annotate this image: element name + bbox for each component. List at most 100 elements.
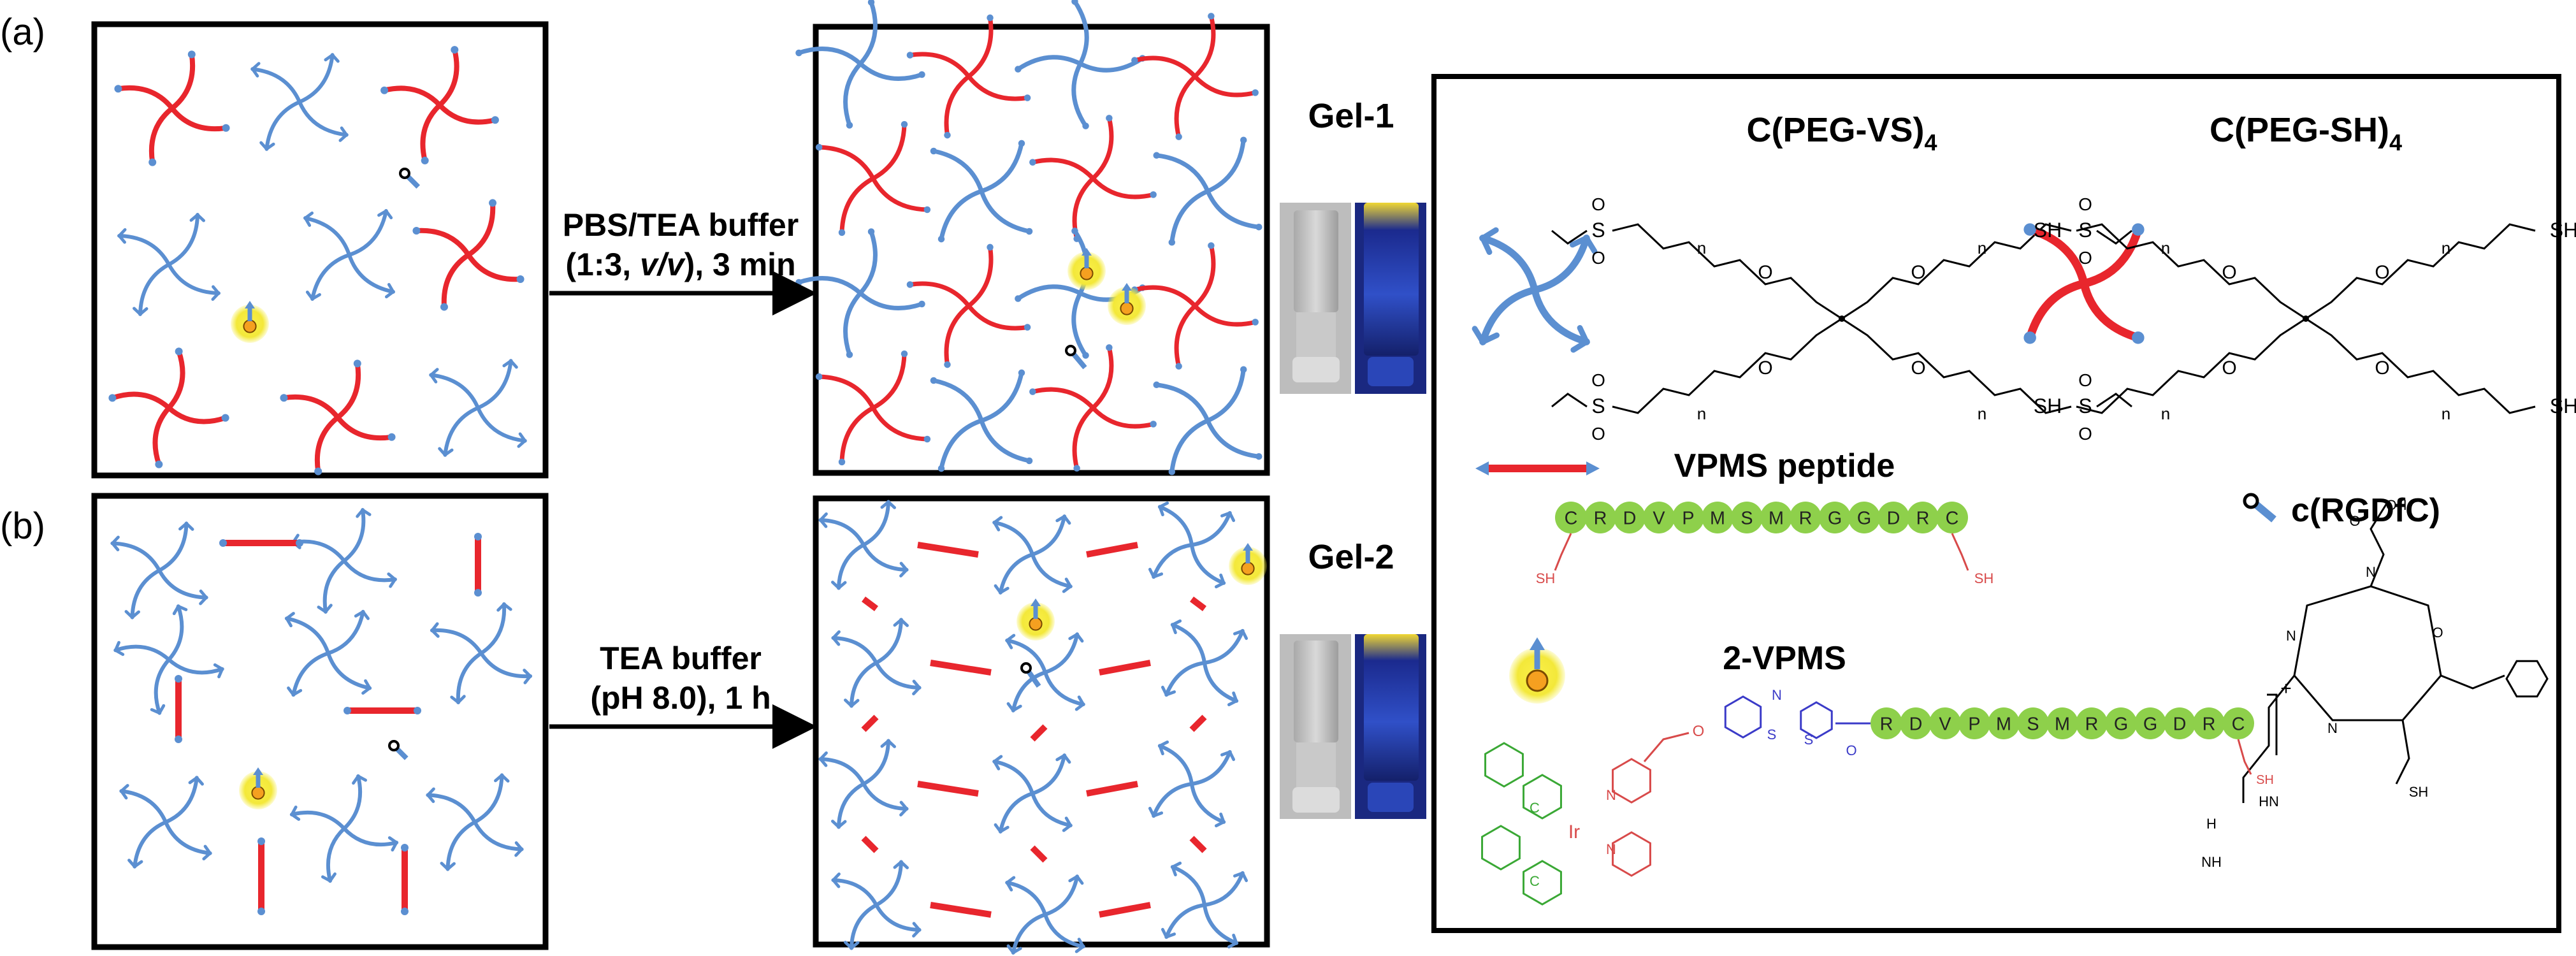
vpms-linker xyxy=(401,844,409,915)
vpms-linker xyxy=(175,675,182,743)
repeat-unit-n: n xyxy=(1978,238,1986,257)
amino-acid-bead xyxy=(1848,502,1880,533)
amino-acid-bead xyxy=(2046,707,2078,739)
amino-acid-letter: D xyxy=(1909,714,1923,735)
amino-acid-letter: G xyxy=(2143,714,2157,735)
amino-acid-bead xyxy=(1870,707,1902,739)
peg-arm xyxy=(2305,223,2536,320)
sh-star-monomer xyxy=(1131,13,1259,140)
sulfur-atom: S xyxy=(2078,395,2092,417)
amino-acid-letter: R xyxy=(1880,714,1893,735)
vs-star-monomer xyxy=(110,521,208,619)
asp-sidechain xyxy=(2370,503,2388,587)
gel-1-label: Gel-1 xyxy=(1308,97,1394,135)
amino-acid-bead xyxy=(1643,502,1675,533)
probe-marker xyxy=(239,767,277,809)
oxygen-atom: O xyxy=(1911,262,1925,283)
legend-box xyxy=(1431,74,2561,933)
amino-acid-letter: P xyxy=(1968,714,1980,735)
panel-a-monomers-box xyxy=(91,21,549,479)
amino-acid-bead xyxy=(1936,502,1968,533)
probe-marker xyxy=(1229,543,1267,585)
vpms-crosslink xyxy=(917,542,979,558)
gel-2-photo-uv xyxy=(1355,634,1426,819)
repeat-unit-n: n xyxy=(2442,238,2450,257)
peg-arm xyxy=(2076,317,2306,414)
repeat-unit-n: n xyxy=(2161,238,2170,257)
complex-bracket xyxy=(2267,693,2278,755)
hydroxyl-group: OH xyxy=(2386,497,2407,513)
vpms-crosslink xyxy=(1099,902,1151,918)
probe-marker xyxy=(231,301,269,343)
arrow-b-condition-line1: TEA buffer xyxy=(600,641,762,676)
amine-nh: NH xyxy=(2201,854,2222,870)
probe-marker xyxy=(1017,598,1055,641)
oxygen-atom: O xyxy=(2432,625,2443,641)
thiol-group: SH xyxy=(2034,395,2062,417)
amino-acid-bead xyxy=(2076,707,2108,739)
vpms-linker xyxy=(474,533,482,597)
sulfur-atom: S xyxy=(1591,395,1605,417)
amino-acid-bead xyxy=(1900,707,1932,739)
amino-acid-bead xyxy=(2105,707,2137,739)
amino-acid-bead xyxy=(1988,707,2020,739)
vpms-linker xyxy=(344,707,421,714)
amino-acid-bead xyxy=(2017,707,2049,739)
oxygen-atom: O xyxy=(1591,248,1605,268)
amino-acid-bead xyxy=(1760,502,1792,533)
benzothiazole-ring xyxy=(1724,695,1762,739)
vinyl-group xyxy=(2096,393,2132,408)
oxygen-atom: O xyxy=(2375,262,2389,283)
vpms-crosslink xyxy=(1189,836,1207,853)
nitrogen-atom: N xyxy=(1772,687,1782,703)
repeat-unit-n: n xyxy=(1697,238,1706,257)
panel-a-monomers xyxy=(108,46,527,475)
panel-b-monomers-box xyxy=(91,493,549,950)
vpms-peptide-title: VPMS peptide xyxy=(1674,447,1895,484)
panel-a-network-box xyxy=(813,24,1270,476)
probe-marker xyxy=(1108,283,1146,325)
sh-star-monomer xyxy=(1131,242,1259,370)
amino-acid-bead xyxy=(1614,502,1646,533)
vpms-crosslink xyxy=(930,902,992,918)
vs-star-monomer xyxy=(818,739,909,829)
repeat-unit-n: n xyxy=(2442,404,2450,423)
thiol-group: SH xyxy=(2034,219,2062,242)
rgd-key-icon xyxy=(2243,493,2276,523)
oxygen-atom: O xyxy=(1758,262,1772,283)
amino-acid-letter: M xyxy=(1769,509,1784,529)
peg-arm xyxy=(1841,317,2072,414)
panel-b-network xyxy=(818,500,1267,955)
sulfur-atom: S xyxy=(2078,219,2092,242)
amino-acid-bead xyxy=(2193,707,2225,739)
amino-acid-bead xyxy=(1958,707,1990,739)
peg-arm xyxy=(1612,223,1842,320)
vpms-peptide-icon xyxy=(1475,461,1600,475)
oxygen-atom: O xyxy=(1591,370,1605,390)
amino-acid-bead xyxy=(1819,502,1851,533)
oxygen-atom: O xyxy=(1758,358,1772,379)
vs-star-monomer xyxy=(289,774,399,883)
ppy-ring xyxy=(1523,860,1562,906)
rgd-key-marker xyxy=(399,168,421,189)
amino-acid-bead xyxy=(1929,707,1961,739)
amino-acid-letter: M xyxy=(2055,714,2070,735)
vs-star-monomer xyxy=(250,53,349,151)
amino-acid-bead xyxy=(1672,502,1704,533)
oxygen-atom: O xyxy=(1846,742,1856,758)
oxygen-atom: O xyxy=(2222,358,2236,379)
thiol-group: SH xyxy=(2550,219,2576,242)
vpms-crosslink xyxy=(1189,714,1207,732)
phenyl-ring xyxy=(2505,660,2549,698)
amino-acid-letter: M xyxy=(1996,714,2011,735)
vs-star-monomer xyxy=(818,500,909,590)
vs-star-monomer xyxy=(1015,0,1146,129)
amino-acid-letter: R xyxy=(1799,509,1813,529)
amino-acid-bead xyxy=(1790,502,1821,533)
repeat-unit-n: n xyxy=(1978,404,1986,423)
vinyl-group xyxy=(1551,393,1588,408)
